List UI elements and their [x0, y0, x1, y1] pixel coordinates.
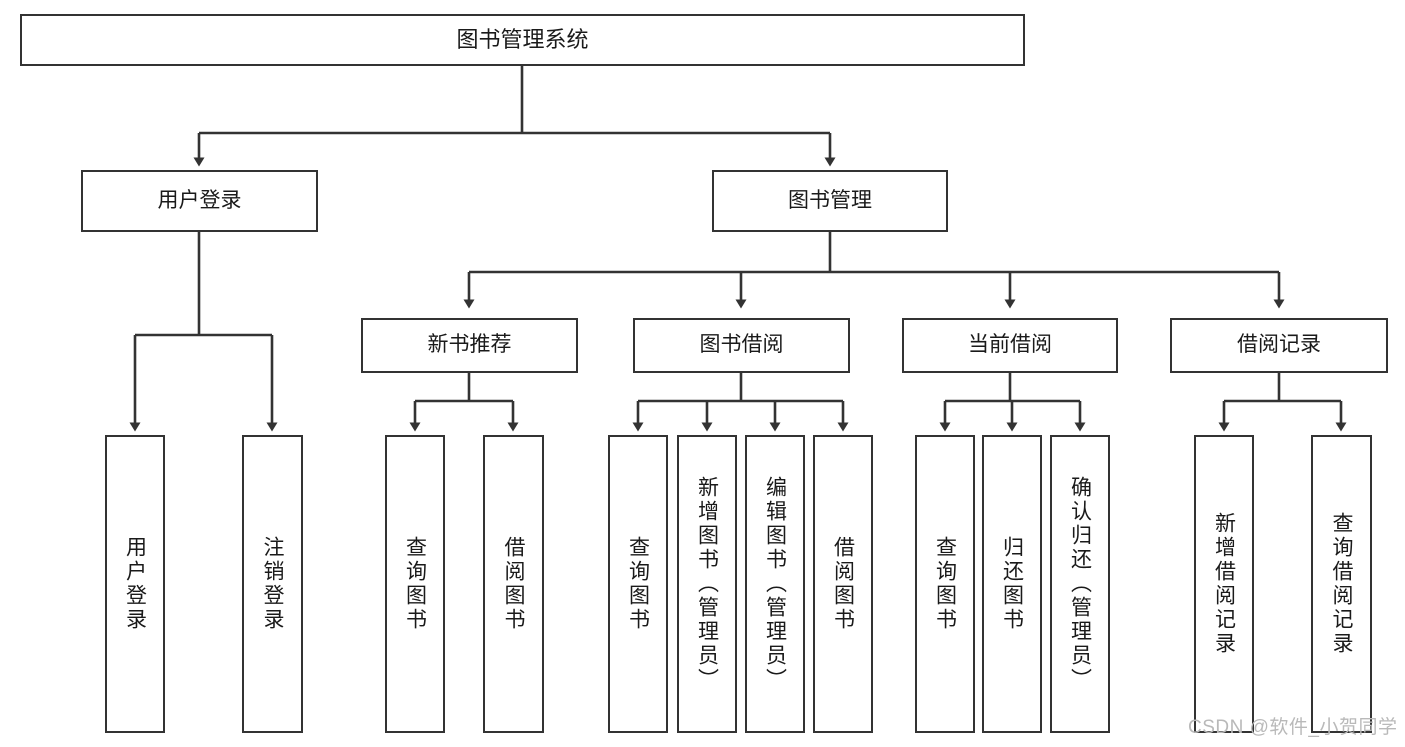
node-root-book-management-system[interactable]: 图书管理系统 — [20, 14, 1025, 66]
node-label: 当前借阅 — [968, 333, 1052, 357]
node-label: 用户登录 — [157, 188, 242, 212]
node-label: 借阅记录 — [1237, 333, 1321, 357]
node-leaf-add-borrow-record[interactable]: 新增借阅记录 — [1194, 435, 1254, 733]
node-label: 新增图书（管理员） — [695, 476, 719, 692]
node-label: 图书管理系统 — [456, 27, 589, 53]
node-new-book-recommend[interactable]: 新书推荐 — [361, 318, 578, 373]
node-user-login[interactable]: 用户登录 — [81, 170, 318, 232]
node-label: 用户登录 — [123, 536, 147, 632]
node-label: 图书借阅 — [699, 333, 784, 357]
node-label: 新书推荐 — [427, 333, 512, 357]
node-label: 查询图书 — [626, 536, 650, 632]
node-label: 归还图书 — [1000, 536, 1024, 632]
node-label: 借阅图书 — [502, 536, 525, 632]
node-leaf-add-book[interactable]: 新增图书（管理员） — [677, 435, 737, 733]
node-label: 查询图书 — [933, 536, 957, 632]
node-leaf-query-book-3[interactable]: 查询图书 — [915, 435, 975, 733]
node-label: 图书管理 — [788, 188, 872, 212]
node-label: 确认归还（管理员） — [1068, 476, 1092, 692]
node-leaf-edit-book[interactable]: 编辑图书（管理员） — [745, 435, 805, 733]
node-leaf-query-book-1[interactable]: 查询图书 — [385, 435, 445, 733]
node-leaf-borrow-book-2[interactable]: 借阅图书 — [813, 435, 873, 733]
node-leaf-query-book-2[interactable]: 查询图书 — [608, 435, 668, 733]
node-book-borrow[interactable]: 图书借阅 — [633, 318, 850, 373]
node-leaf-user-login[interactable]: 用户登录 — [105, 435, 165, 733]
node-current-borrow[interactable]: 当前借阅 — [902, 318, 1118, 373]
node-borrow-record[interactable]: 借阅记录 — [1170, 318, 1388, 373]
node-label: 借阅图书 — [831, 536, 855, 632]
node-label: 编辑图书（管理员） — [763, 476, 787, 692]
node-label: 查询图书 — [403, 536, 427, 632]
node-book-management[interactable]: 图书管理 — [712, 170, 948, 232]
node-leaf-logout-login[interactable]: 注销登录 — [242, 435, 303, 733]
node-label: 新增借阅记录 — [1212, 512, 1236, 656]
node-leaf-confirm-return[interactable]: 确认归还（管理员） — [1050, 435, 1110, 733]
node-leaf-query-borrow-record[interactable]: 查询借阅记录 — [1311, 435, 1372, 733]
node-label: 查询借阅记录 — [1330, 512, 1353, 656]
node-label: 注销登录 — [261, 536, 284, 632]
node-leaf-borrow-book-1[interactable]: 借阅图书 — [483, 435, 544, 733]
node-leaf-return-book[interactable]: 归还图书 — [982, 435, 1042, 733]
